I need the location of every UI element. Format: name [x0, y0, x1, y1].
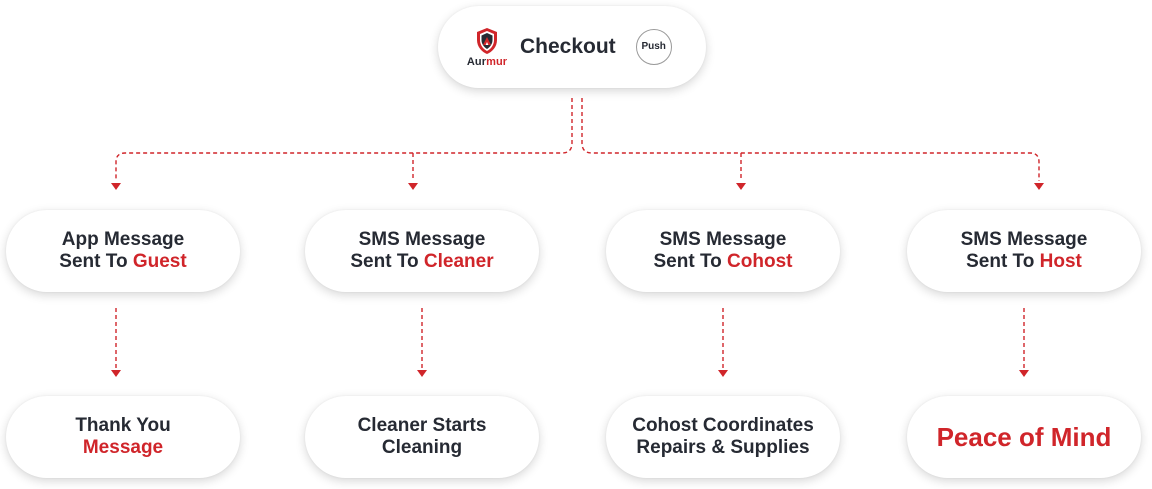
arrowhead-guest-outcome	[111, 370, 121, 377]
recipient-name: Guest	[132, 251, 187, 272]
outcome-line-2: Message	[82, 437, 164, 458]
trunk-right-connector	[581, 98, 1040, 181]
message-recipient-line: Sent To Host	[966, 251, 1082, 273]
message-type-label: SMS Message	[358, 229, 486, 250]
recipient-name: Cohost	[727, 251, 793, 272]
recipient-prefix: Sent To	[350, 251, 424, 272]
arrowhead-cohost-outcome	[718, 370, 728, 377]
shield-logo-icon	[477, 27, 497, 54]
arrowhead-guest	[111, 183, 121, 190]
message-type-label: App Message	[61, 229, 185, 250]
brand-wordmark: Aurmur	[467, 56, 507, 68]
push-badge: Push	[635, 29, 672, 65]
outcome-line-1: Cohost Coordinates	[632, 415, 814, 436]
message-recipient-line: Sent To Guest	[59, 251, 186, 273]
cleaning-outcome-node: Cleaner Starts Cleaning	[305, 396, 539, 478]
outcome-line-2: Repairs & Supplies	[636, 437, 810, 458]
outcome-line-1: Thank You	[75, 415, 171, 436]
aurmur-logo: Aurmur	[464, 27, 510, 68]
trunk-left-connector	[115, 98, 573, 181]
brand-suffix: mur	[486, 55, 508, 68]
checkout-title: Checkout	[520, 35, 616, 58]
arrowhead-cleaner-outcome	[417, 370, 427, 377]
recipient-name: Cleaner	[423, 251, 494, 272]
outcome-line-1: Cleaner Starts	[357, 415, 487, 436]
arrowhead-host-outcome	[1019, 370, 1029, 377]
brand-prefix: Aur	[466, 55, 487, 68]
arrowhead-cleaner	[408, 183, 418, 190]
message-type-label: SMS Message	[659, 229, 787, 250]
message-recipient-line: Sent To Cleaner	[350, 251, 493, 273]
peace-of-mind-label: Peace of Mind	[936, 422, 1112, 452]
peace-of-mind-outcome-node: Peace of Mind	[907, 396, 1141, 478]
message-type-label: SMS Message	[960, 229, 1088, 250]
arrowhead-host	[1034, 183, 1044, 190]
cleaner-message-node: SMS Message Sent To Cleaner	[305, 210, 539, 292]
recipient-prefix: Sent To	[653, 251, 728, 272]
recipient-name: Host	[1039, 251, 1082, 272]
cohost-message-node: SMS Message Sent To Cohost	[606, 210, 840, 292]
checkout-node: Aurmur Checkout Push	[438, 6, 706, 88]
thank-you-outcome-node: Thank You Message	[6, 396, 240, 478]
host-message-node: SMS Message Sent To Host	[907, 210, 1141, 292]
recipient-prefix: Sent To	[59, 251, 133, 272]
repairs-outcome-node: Cohost Coordinates Repairs & Supplies	[606, 396, 840, 478]
outcome-line-2: Cleaning	[381, 437, 463, 458]
message-recipient-line: Sent To Cohost	[654, 251, 793, 273]
guest-message-node: App Message Sent To Guest	[6, 210, 240, 292]
arrowhead-cohost	[736, 183, 746, 190]
recipient-prefix: Sent To	[966, 251, 1040, 272]
